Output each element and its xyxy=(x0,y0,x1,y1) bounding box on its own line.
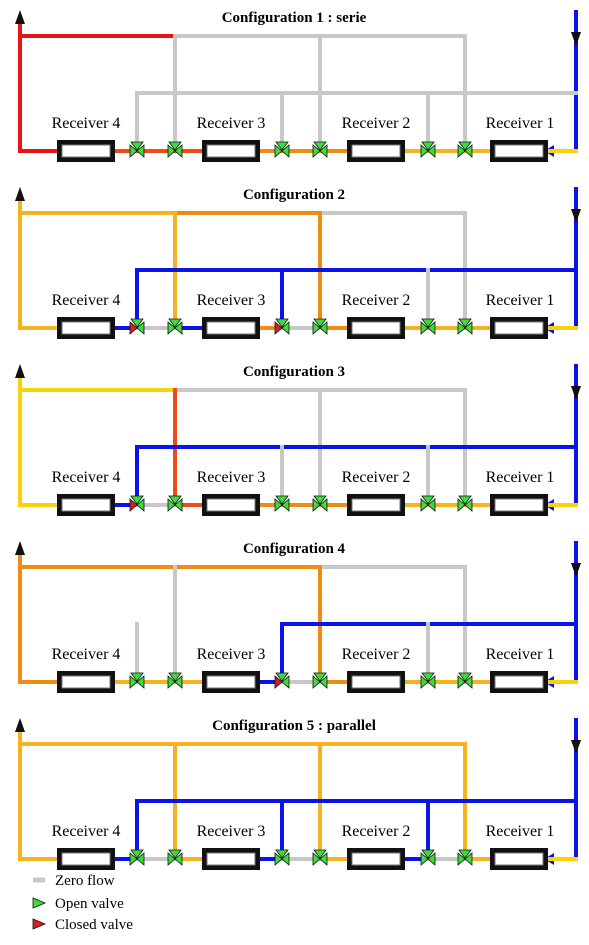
outlet-arrow-icon xyxy=(15,10,25,24)
valve-right xyxy=(312,141,328,158)
config-title-4: Configuration 4 xyxy=(243,541,346,557)
inlet-arrow-icon xyxy=(571,209,581,223)
valve-left xyxy=(420,141,436,158)
receiver-window xyxy=(351,498,401,512)
receiver-window xyxy=(351,852,401,866)
legend-open-valve-icon xyxy=(32,897,47,909)
receiver-label: Receiver 3 xyxy=(197,823,266,840)
legend-closed-valve-label: Closed valve xyxy=(55,917,133,933)
legend-open-valve-label: Open valve xyxy=(55,896,124,912)
receiver-label: Receiver 3 xyxy=(197,646,266,663)
valve-left xyxy=(420,318,436,335)
config-title-2: Configuration 2 xyxy=(243,187,345,203)
receiver-window xyxy=(61,852,111,866)
valve-right xyxy=(167,318,183,335)
receiver-window xyxy=(351,321,401,335)
receiver-window xyxy=(351,144,401,158)
valve-left xyxy=(129,141,145,158)
valve-right xyxy=(457,672,473,689)
valve-left xyxy=(129,318,145,335)
receiver-label: Receiver 1 xyxy=(486,292,555,309)
receiver-label: Receiver 2 xyxy=(342,646,411,663)
outlet-arrow-icon xyxy=(15,718,25,732)
receiver-window xyxy=(206,321,256,335)
legend: Zero flow Open valve Closed valve xyxy=(32,873,133,933)
valve-right xyxy=(167,849,183,866)
valve-right xyxy=(457,318,473,335)
receiver-label: Receiver 3 xyxy=(197,115,266,132)
receiver-window xyxy=(61,144,111,158)
receiver-window xyxy=(494,321,544,335)
receiver-label: Receiver 2 xyxy=(342,823,411,840)
config-title-5: Configuration 5 : parallel xyxy=(212,718,376,734)
config-panel-2: Configuration 2 Receiver 4 Receiver 3 Recei… xyxy=(15,187,581,339)
outlet-arrow-icon xyxy=(15,541,25,555)
receiver-window xyxy=(494,498,544,512)
config-title-1: Configuration 1 : serie xyxy=(222,10,367,26)
config-panel-3: Configuration 3 Receiver 4 Receiver 3 Recei… xyxy=(15,364,581,516)
valve-left xyxy=(274,318,290,335)
valve-right xyxy=(312,318,328,335)
receiver-window xyxy=(206,852,256,866)
receiver-window xyxy=(61,321,111,335)
receiver-label: Receiver 4 xyxy=(52,292,121,309)
receiver-window xyxy=(206,498,256,512)
valve-left xyxy=(274,849,290,866)
receiver-window xyxy=(494,852,544,866)
outlet-arrow-icon xyxy=(15,364,25,378)
valve-left xyxy=(420,495,436,512)
valve-right xyxy=(312,849,328,866)
valve-right xyxy=(457,495,473,512)
inlet-arrow-icon xyxy=(571,563,581,577)
valve-left xyxy=(129,672,145,689)
receiver-window xyxy=(351,675,401,689)
valve-right xyxy=(312,672,328,689)
outlet-arrow-icon xyxy=(15,187,25,201)
valve-left xyxy=(420,672,436,689)
valve-left xyxy=(420,849,436,866)
receiver-label: Receiver 4 xyxy=(52,646,121,663)
receiver-window xyxy=(494,144,544,158)
valve-right xyxy=(167,495,183,512)
valve-left xyxy=(274,672,290,689)
inlet-arrow-icon xyxy=(571,740,581,754)
receiver-label: Receiver 1 xyxy=(486,823,555,840)
valve-right xyxy=(167,672,183,689)
valve-left xyxy=(274,495,290,512)
receiver-window xyxy=(494,675,544,689)
valve-right xyxy=(167,141,183,158)
receiver-label: Receiver 2 xyxy=(342,292,411,309)
valve-right xyxy=(312,495,328,512)
legend-closed-valve-icon xyxy=(32,918,47,930)
legend-zero-flow-label: Zero flow xyxy=(55,873,115,889)
receiver-label: Receiver 2 xyxy=(342,469,411,486)
receiver-label: Receiver 1 xyxy=(486,469,555,486)
receiver-label: Receiver 2 xyxy=(342,115,411,132)
receiver-window xyxy=(61,675,111,689)
receiver-window xyxy=(206,144,256,158)
config-panel-4: Configuration 4 Receiver 4 Receiver 3 Recei… xyxy=(15,541,581,693)
valve-right xyxy=(457,849,473,866)
inlet-arrow-icon xyxy=(571,386,581,400)
config-title-3: Configuration 3 xyxy=(243,364,345,380)
receiver-label: Receiver 3 xyxy=(197,469,266,486)
receiver-label: Receiver 1 xyxy=(486,646,555,663)
receiver-window xyxy=(61,498,111,512)
valve-left xyxy=(129,849,145,866)
receiver-label: Receiver 4 xyxy=(52,469,121,486)
valve-right xyxy=(457,141,473,158)
receiver-label: Receiver 1 xyxy=(486,115,555,132)
receiver-window xyxy=(206,675,256,689)
inlet-arrow-icon xyxy=(571,32,581,46)
receiver-label: Receiver 4 xyxy=(52,115,121,132)
receiver-label: Receiver 4 xyxy=(52,823,121,840)
valve-left xyxy=(274,141,290,158)
receiver-label: Receiver 3 xyxy=(197,292,266,309)
valve-left xyxy=(129,495,145,512)
